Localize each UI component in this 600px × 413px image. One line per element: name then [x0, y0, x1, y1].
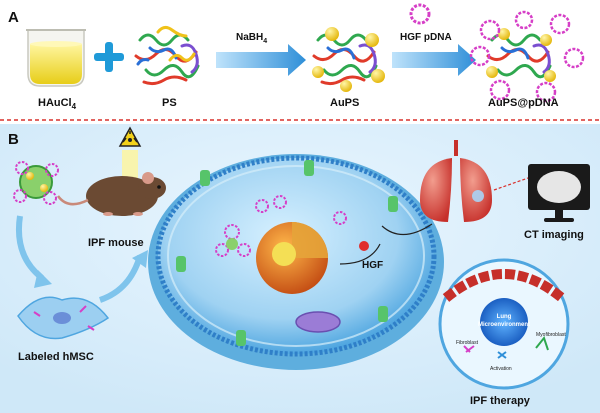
nanoparticle-small-icon: [13, 161, 59, 205]
aups-particle-icon: [312, 27, 385, 92]
mouse-icon: [56, 172, 166, 216]
therapy-microenvironment-icon: [438, 258, 570, 390]
label-hgf-pdna: HGF pDNA: [400, 32, 452, 43]
arrow-to-hmsc: [16, 215, 44, 281]
panel-a: A HAuCl4 PS: [8, 3, 585, 111]
label-ipf-therapy: IPF therapy: [470, 395, 531, 407]
arrow-head: [34, 270, 52, 288]
hmsc-cell-icon: [17, 296, 110, 340]
beaker-icon: [26, 29, 86, 87]
label-nabh4: NaBH4: [236, 32, 267, 45]
label-ipf-mouse: IPF mouse: [88, 237, 144, 249]
ps-protein-cluster-icon: [134, 25, 200, 86]
lung-icon: [420, 140, 492, 222]
connector-ct: [493, 177, 529, 191]
label-activation: Activation: [490, 366, 512, 372]
label-hgf: HGF: [362, 260, 383, 271]
plus-icon: [94, 42, 124, 72]
radiation-warning-icon: [118, 126, 142, 147]
cell-icon: [148, 154, 444, 370]
panel-a-letter: A: [8, 9, 19, 26]
aups-pdna-particle-icon: [469, 10, 585, 103]
arrow-lung: [381, 223, 433, 236]
label-aups-pdna: AuPS@pDNA: [488, 97, 559, 109]
label-fibroblast: Fibroblast: [456, 340, 479, 346]
panel-b: B IPF mouse: [0, 124, 600, 413]
label-aups: AuPS: [330, 97, 359, 109]
hgf-molecule-icon: [359, 241, 369, 251]
label-ct-imaging: CT imaging: [524, 229, 584, 241]
label-ps: PS: [162, 97, 177, 109]
arrow-nabh4: [216, 44, 306, 76]
label-labeled-hmsc: Labeled hMSC: [18, 351, 94, 363]
beam-icon: [122, 150, 138, 178]
ct-monitor-icon: [528, 164, 590, 222]
pdna-ring-icon: [409, 3, 431, 25]
arrow-hgf-pdna: [392, 44, 476, 76]
label-lung: Lung: [497, 314, 512, 320]
label-microenvironment: Microenvironment: [478, 322, 530, 328]
label-myofibroblast: Myofibroblast: [536, 332, 566, 338]
label-haucl4: HAuCl4: [38, 97, 77, 111]
arrow-head: [132, 250, 148, 268]
mitochondrion-icon: [295, 311, 341, 333]
panel-b-letter: B: [8, 131, 19, 148]
